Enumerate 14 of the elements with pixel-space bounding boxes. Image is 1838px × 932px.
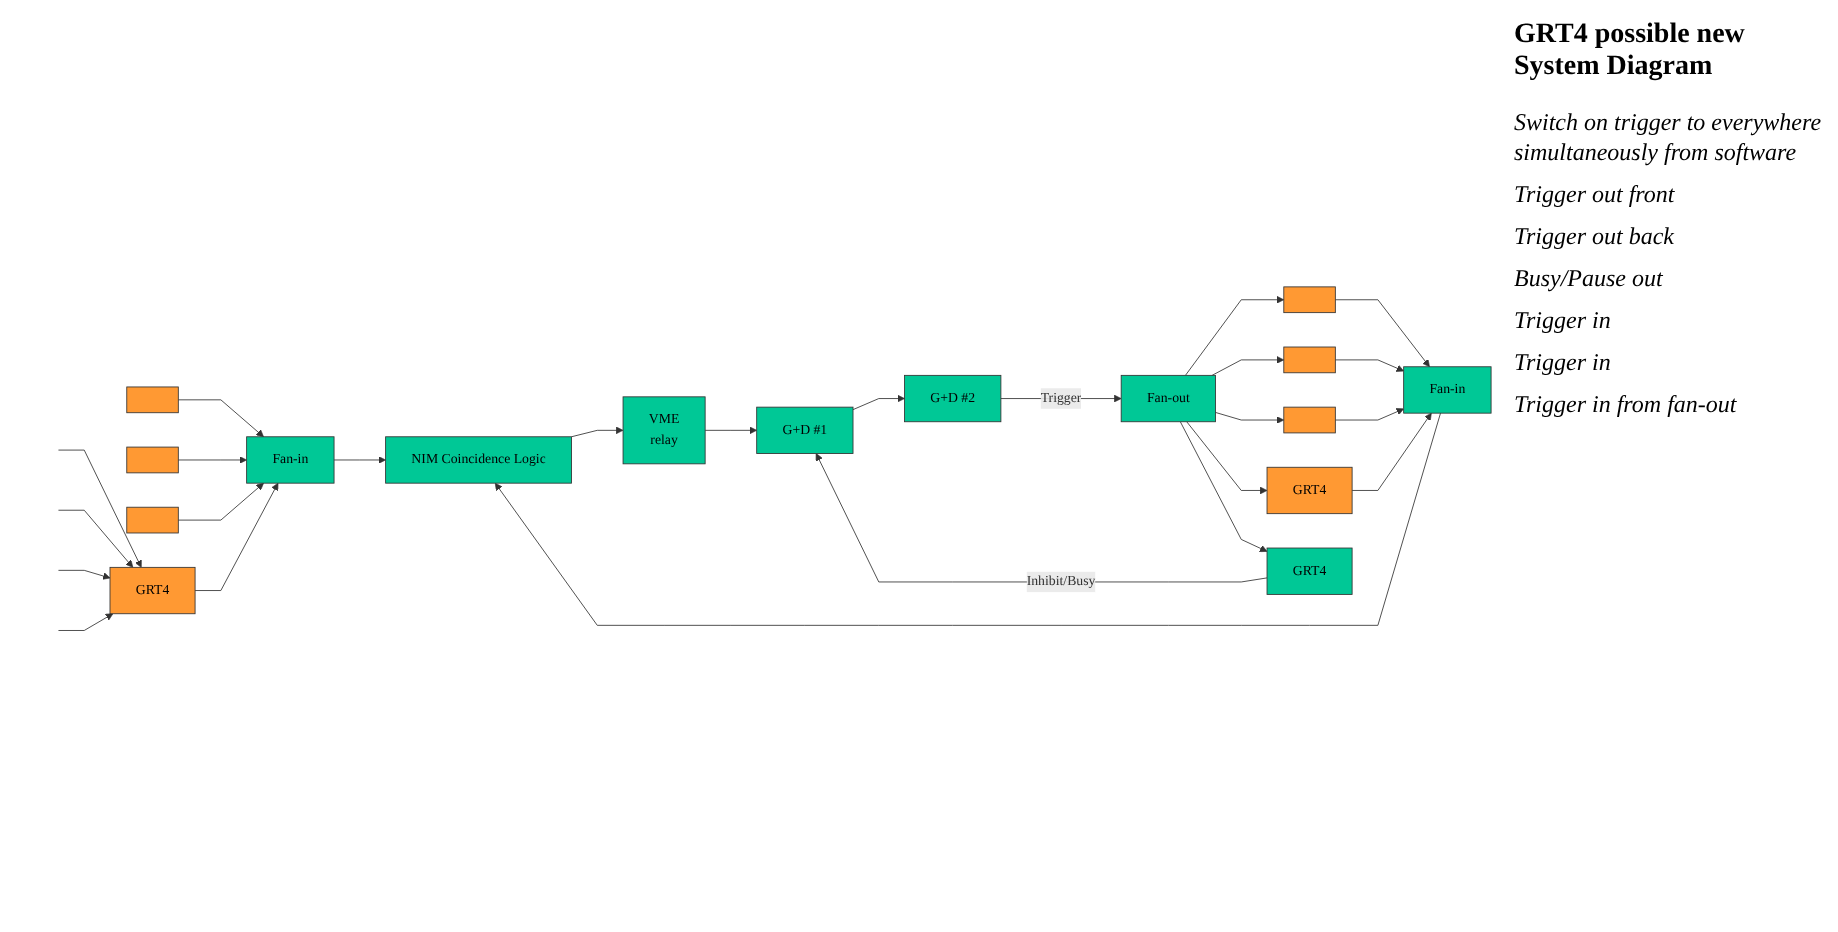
note-label: Trigger in	[1514, 348, 1613, 378]
node-box	[1283, 407, 1336, 435]
node-box	[1283, 347, 1336, 375]
diagram-title: GRT4 possible new System Diagram	[1514, 20, 1747, 84]
note-label: Trigger out front	[1514, 180, 1677, 210]
note-label: Busy/Pause out	[1514, 264, 1665, 294]
note-label: Trigger out back	[1514, 222, 1676, 252]
node-box	[1283, 287, 1336, 314]
note-label: Switch on trigger to everywhere simultaneously from software	[1514, 108, 1822, 168]
node-box	[126, 447, 179, 475]
note-label: Trigger in	[1514, 306, 1613, 336]
node-box	[126, 507, 179, 535]
note-label: Trigger in from fan-out	[1514, 390, 1739, 420]
node-box	[126, 387, 179, 415]
